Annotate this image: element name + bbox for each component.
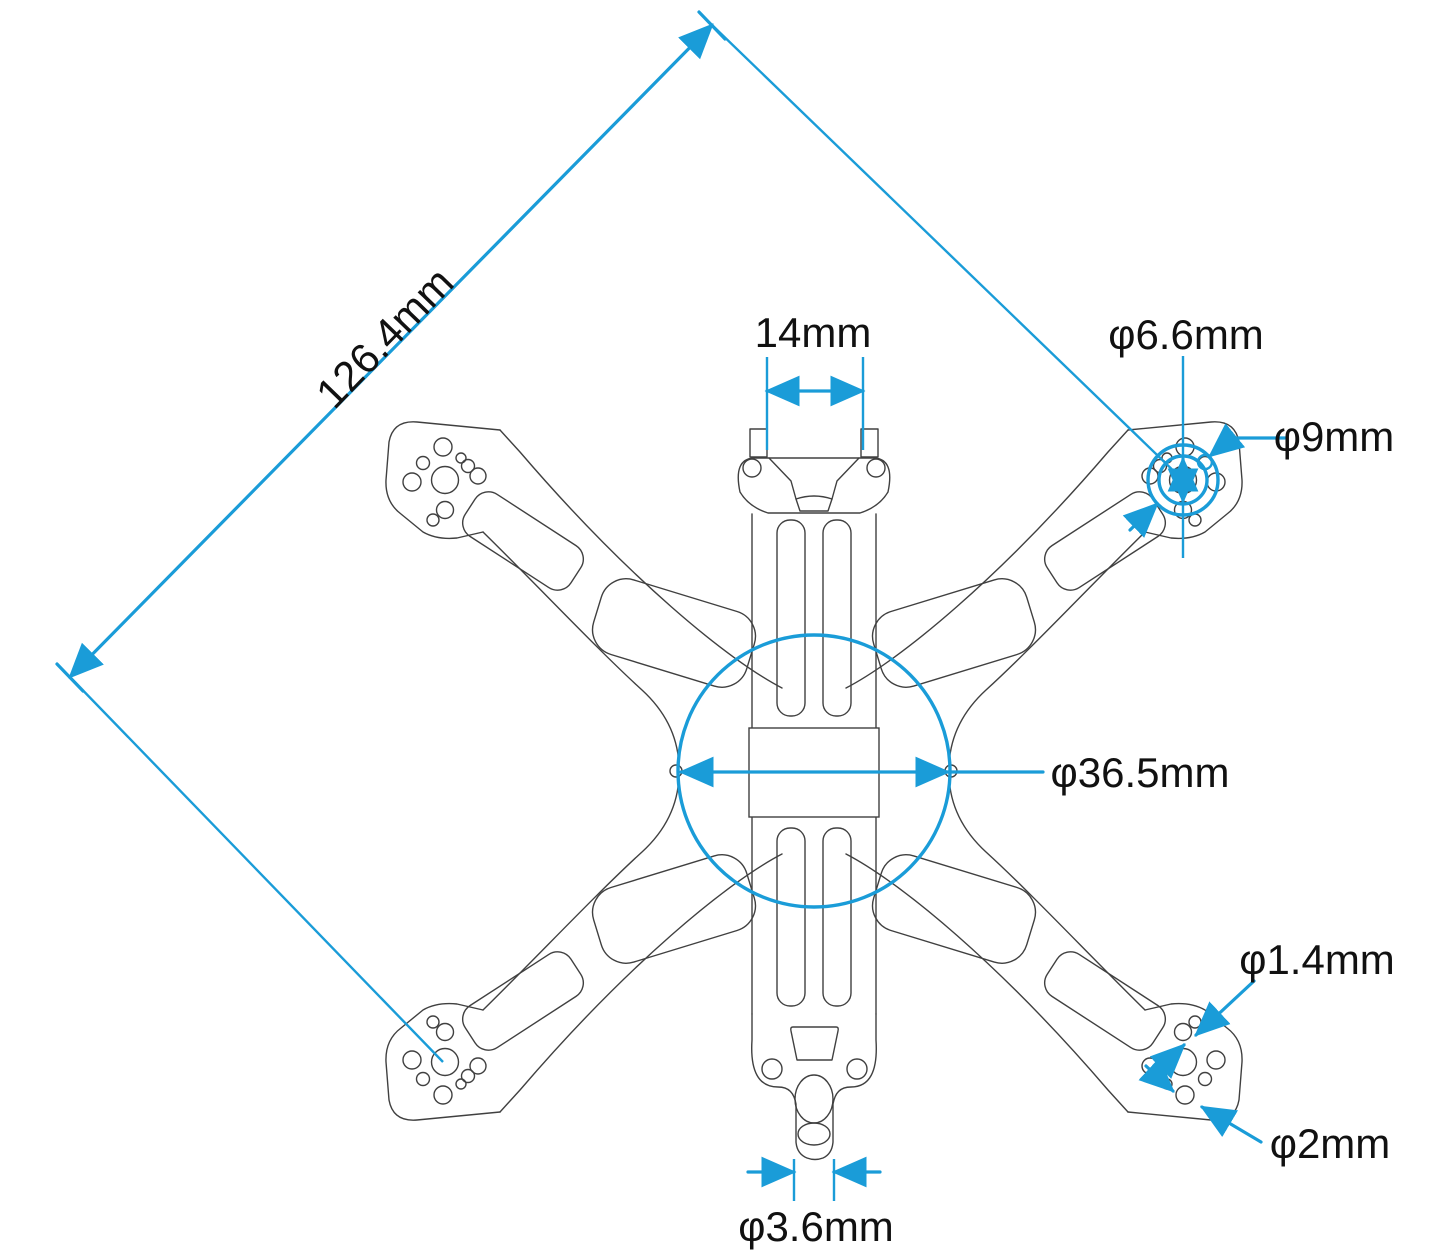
dim-label-screw-hole: φ2mm (1270, 1120, 1391, 1167)
dimension-annotations (55, 10, 1287, 1201)
arm-top-right (845, 429, 1173, 767)
dim-label-bolt-circle: φ9mm (1274, 413, 1395, 460)
dim-label-diagonal: 126.4mm (307, 258, 462, 417)
dimension-diagonal (55, 10, 1184, 1063)
dimension-center-circle (676, 633, 1045, 909)
rear-tail-bracket (751, 1013, 877, 1161)
dimension-screw-hole (1138, 1057, 1263, 1144)
motor-mount-bottom-right (1127, 1002, 1243, 1121)
dimension-motor-center-hole (1157, 356, 1209, 558)
motor-mount-top-right (1127, 421, 1243, 540)
arm-top-left (455, 429, 783, 767)
front-camera-bracket (737, 428, 891, 514)
dimension-camera-width (764, 357, 866, 450)
motor-mount-top-left (385, 421, 501, 540)
arm-bottom-left (455, 775, 783, 1113)
dim-label-center-circle: φ36.5mm (1051, 749, 1230, 796)
dim-label-camera-width: 14mm (755, 309, 872, 356)
dim-label-stem-hole: φ3.6mm (738, 1203, 894, 1250)
tail-stem-hole (797, 1122, 831, 1146)
arm-bottom-right (845, 775, 1173, 1113)
dimension-bolt-circle (1122, 423, 1287, 538)
dimension-small-hole (1149, 979, 1256, 1079)
dim-label-motor-center-hole: φ6.6mm (1108, 311, 1264, 358)
dimension-stem-hole (746, 1156, 882, 1201)
center-body (748, 513, 880, 1015)
dim-label-small-hole: φ1.4mm (1239, 936, 1395, 983)
